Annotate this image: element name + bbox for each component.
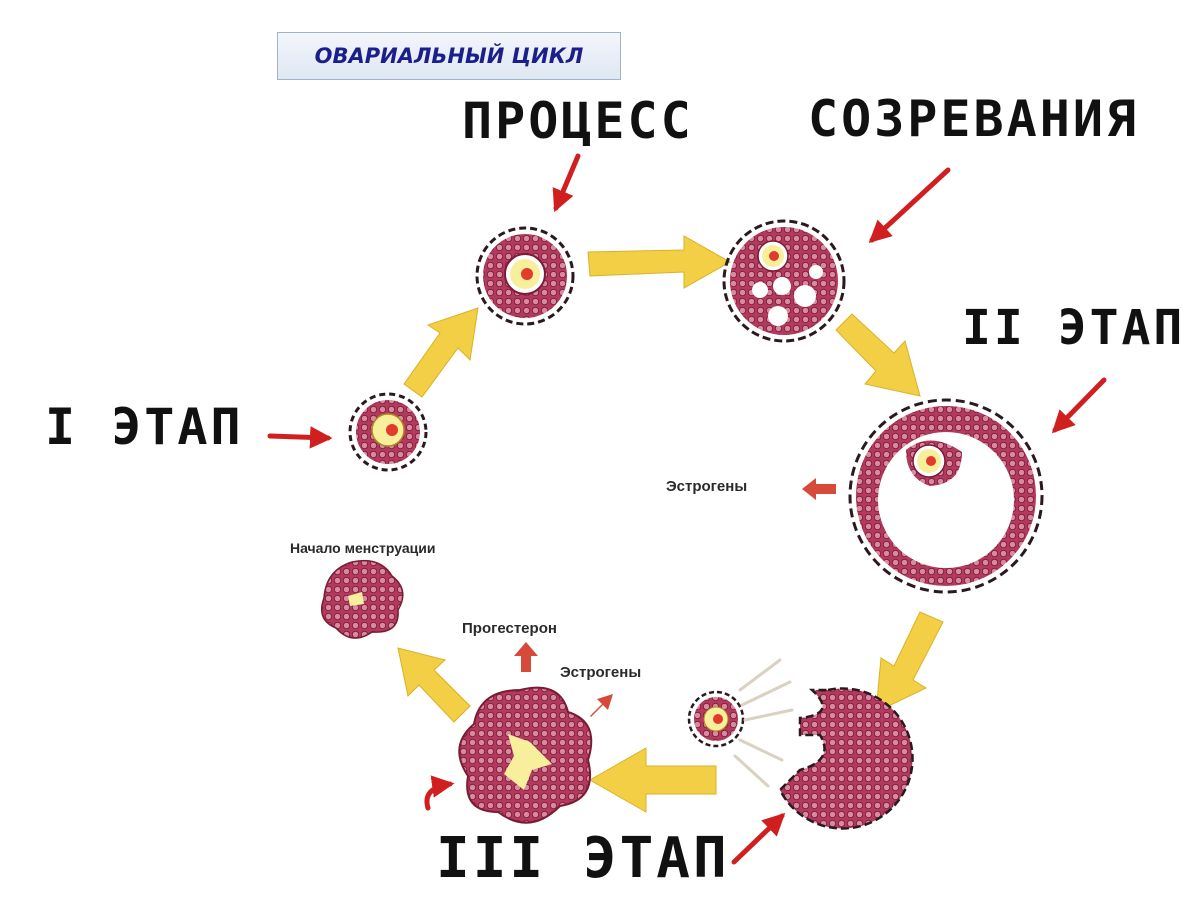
- label-stage-3: III ЭТАП: [436, 826, 730, 891]
- corpus-luteum: [458, 686, 593, 824]
- follicle-primary: [475, 226, 575, 326]
- label-progesterone: Прогестерон: [462, 620, 557, 637]
- pointer-arrows: [267, 153, 1107, 865]
- estrogens-arrow-1: [802, 478, 836, 500]
- progesterone-arrow: [514, 642, 538, 672]
- label-maturation: СОЗРЕВАНИЯ: [808, 90, 1140, 148]
- corpus-albicans: [321, 559, 404, 639]
- estrogens-arrow-2: [590, 694, 613, 717]
- label-menstruation-start: Начало менструации: [290, 540, 436, 556]
- label-estrogens-2: Эстрогены: [560, 664, 642, 681]
- follicle-mature: [848, 398, 1044, 594]
- flow-arrows: [397, 235, 944, 813]
- follicle-primordial: [348, 392, 428, 472]
- arrow-to-ovulation: [731, 812, 786, 865]
- label-estrogens-1: Эстрогены: [666, 478, 748, 495]
- arrow-to-corpus-luteum: [424, 775, 455, 811]
- label-stage-2: II ЭТАП: [962, 300, 1186, 356]
- flow-arrow-5: [588, 747, 717, 813]
- label-stage-1: I ЭТАП: [45, 398, 244, 456]
- ovulation: [687, 658, 914, 830]
- flow-arrow-2: [587, 235, 732, 289]
- flow-arrow-1: [403, 307, 479, 398]
- hormone-arrows: [514, 478, 836, 717]
- title-box: ОВАРИАЛЬНЫЙ ЦИКЛ: [277, 32, 621, 80]
- arrow-to-primordial: [267, 426, 333, 449]
- page-title: ОВАРИАЛЬНЫЙ ЦИКЛ: [314, 44, 584, 68]
- flow-arrow-6: [397, 647, 471, 723]
- flow-arrow-3: [835, 313, 921, 397]
- arrow-to-mature: [1051, 377, 1107, 434]
- arrow-to-primary: [552, 153, 581, 213]
- follicle-secondary: [722, 219, 846, 343]
- label-process: ПРОЦЕСС: [462, 92, 694, 150]
- flow-arrow-4: [875, 611, 944, 713]
- arrow-to-secondary: [868, 167, 951, 244]
